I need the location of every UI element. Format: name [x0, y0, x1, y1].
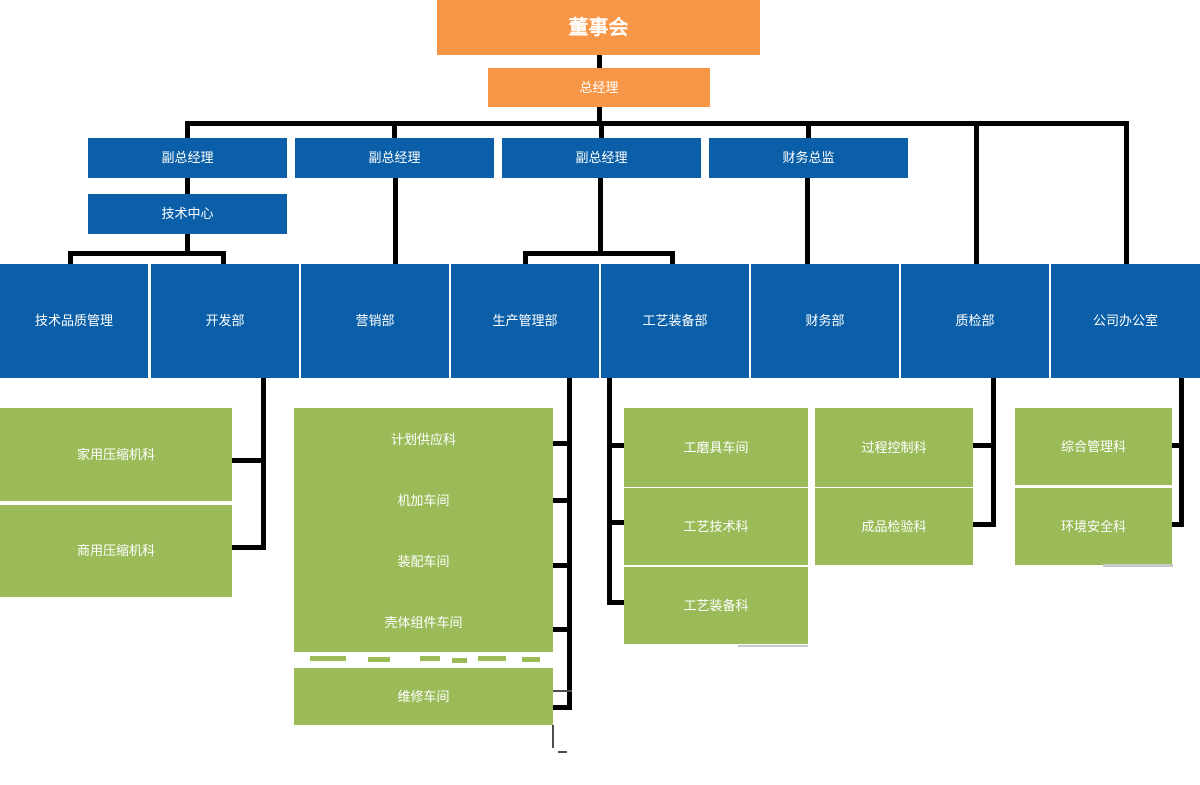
artifact-dash — [420, 656, 440, 661]
connector-vp3-drop — [598, 178, 603, 256]
dept-marketing[interactable]: 营销部 — [301, 264, 449, 378]
team-process-control[interactable]: 过程控制科 — [815, 408, 973, 487]
stub-shell-components — [553, 627, 572, 632]
connector-techcenter-drop — [185, 234, 190, 253]
production-teams-block: 计划供应科 机加车间 装配车间 壳体组件车间 — [294, 408, 553, 652]
connector-gm-drop — [597, 107, 602, 123]
artifact-dash — [310, 656, 346, 661]
team-shell-components[interactable]: 壳体组件车间 — [384, 615, 463, 630]
connector-bracket-a-right — [221, 251, 226, 264]
connector-bracket-a-left — [68, 251, 73, 264]
node-cfo[interactable]: 财务总监 — [709, 138, 908, 178]
team-home-compressor[interactable]: 家用压缩机科 — [0, 408, 232, 501]
dept-tech-quality[interactable]: 技术品质管理 — [0, 264, 148, 378]
node-tech-center[interactable]: 技术中心 — [88, 194, 287, 234]
dept-development[interactable]: 开发部 — [151, 264, 299, 378]
stub-general-admin — [1172, 443, 1184, 448]
stub-machining — [553, 498, 572, 503]
stub-maintenance — [553, 705, 572, 710]
stub-home-compressor — [232, 458, 266, 463]
node-vp-1[interactable]: 副总经理 — [88, 138, 287, 178]
dept-process-equipment[interactable]: 工艺装备部 — [601, 264, 749, 378]
stub-process-tech — [610, 520, 624, 525]
connector-cfo-finance — [805, 178, 810, 264]
connector-riser-quality-dept — [974, 124, 979, 264]
stub-product-inspection — [973, 522, 996, 527]
dept-company-office[interactable]: 公司办公室 — [1051, 264, 1200, 378]
team-process-equipment[interactable]: 工艺装备科 — [624, 567, 808, 644]
trunk-production-teams — [567, 378, 572, 710]
connector-main-hline — [185, 121, 1129, 126]
team-commercial-compressor[interactable]: 商用压缩机科 — [0, 505, 232, 597]
connector-bracket-b-right — [670, 251, 675, 264]
trunk-quality-teams — [991, 378, 996, 527]
artifact-shadow — [738, 645, 808, 647]
stub-maintenance-thin — [553, 690, 572, 692]
connector-board-gm — [597, 55, 602, 68]
connector-bracket-b — [523, 251, 675, 256]
team-product-inspection[interactable]: 成品检验科 — [815, 488, 973, 565]
stub-plan-supply — [553, 441, 572, 446]
artifact-shadow — [1103, 564, 1173, 567]
team-general-admin[interactable]: 综合管理科 — [1015, 408, 1172, 485]
artifact-dash — [368, 657, 390, 662]
dept-finance[interactable]: 财务部 — [751, 264, 899, 378]
stub-assembly — [553, 563, 572, 568]
trunk-dev-teams — [261, 378, 266, 550]
trunk-office-teams — [1179, 378, 1184, 527]
team-assembly[interactable]: 装配车间 — [397, 554, 450, 569]
trunk-process-teams — [607, 378, 612, 605]
connector-riser-vp3 — [599, 124, 604, 138]
artifact-dash — [522, 657, 540, 662]
stub-process-control — [973, 443, 996, 448]
connector-bracket-b-left — [523, 251, 528, 264]
connector-riser-vp2 — [392, 124, 397, 138]
connector-bracket-a — [68, 251, 226, 256]
team-process-tech[interactable]: 工艺技术科 — [624, 488, 808, 565]
node-board[interactable]: 董事会 — [437, 0, 760, 55]
artifact-dash — [478, 656, 506, 661]
connector-riser-cfo — [806, 124, 811, 138]
team-plan-supply[interactable]: 计划供应科 — [390, 432, 456, 447]
team-tooling-workshop[interactable]: 工磨具车间 — [624, 408, 808, 487]
stub-commercial-compressor — [232, 545, 266, 550]
team-maintenance[interactable]: 维修车间 — [294, 668, 553, 725]
connector-vp1-techcenter — [185, 178, 190, 194]
team-machining[interactable]: 机加车间 — [397, 493, 450, 508]
connector-riser-vp1 — [185, 124, 190, 138]
node-general-manager[interactable]: 总经理 — [488, 68, 710, 107]
connector-riser-office-dept — [1124, 124, 1129, 264]
node-vp-2[interactable]: 副总经理 — [295, 138, 494, 178]
connector-vp2-marketing — [393, 178, 398, 264]
node-vp-3[interactable]: 副总经理 — [502, 138, 701, 178]
artifact-dash — [452, 658, 467, 663]
team-environment-safety[interactable]: 环境安全科 — [1015, 488, 1172, 565]
dept-production-mgmt[interactable]: 生产管理部 — [451, 264, 599, 378]
stub-environment-safety — [1172, 522, 1184, 527]
dept-quality-inspection[interactable]: 质检部 — [901, 264, 1049, 378]
artifact-tick — [558, 751, 567, 753]
stub-process-equipment — [610, 600, 624, 605]
artifact-vline — [552, 725, 554, 748]
stub-tooling-workshop — [610, 443, 624, 448]
